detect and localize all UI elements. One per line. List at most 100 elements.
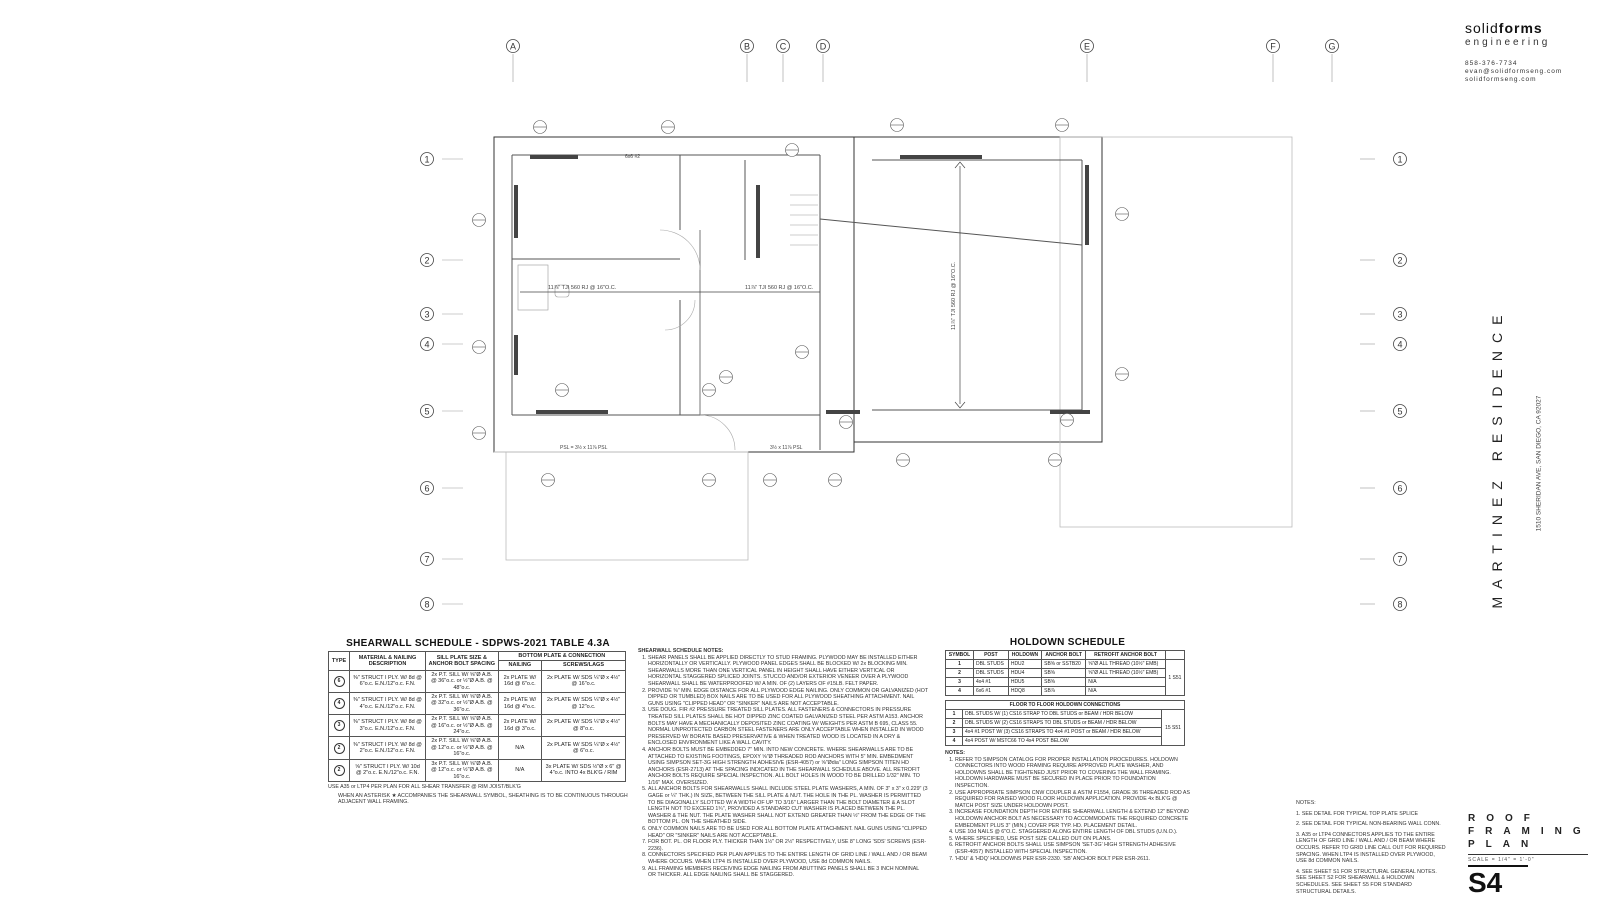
shearwall-nailing-cell: N/A — [497, 736, 543, 760]
grid-column-label: D — [820, 42, 827, 52]
sheet-notes-list: 1. SEE DETAIL FOR TYPICAL TOP PLATE SPLI… — [1296, 811, 1446, 896]
shearwall-material-cell: ⅜" STRUCT I PLY. W/ 8d @ 3"o.c. E.N./12"… — [349, 714, 426, 738]
grid-row-label: 7 — [1397, 555, 1402, 565]
grid-row-circle — [420, 404, 434, 418]
sheet-notes-title: NOTES: — [1296, 800, 1316, 806]
beam-label-bottom: PSL = 3½ x 11⅞ PSL — [560, 444, 608, 451]
joist-label-main: 11⅞" TJI 560 RJ @ 16"O.C. — [548, 285, 617, 291]
grid-row-circle — [420, 481, 434, 495]
sheet-title: ROOF FRAMING PLAN — [1468, 812, 1588, 851]
holdown-symbol-cell: 4 — [945, 686, 974, 696]
col-retrofit: RETROFIT ANCHOR BOLT — [1085, 650, 1166, 660]
grid-row-bubble: 6 — [1360, 481, 1407, 495]
project-title: MARTINEZ RESIDENCE — [1489, 307, 1505, 609]
grid-column-bubble: F — [1266, 39, 1280, 82]
holdown-table: SYMBOL POST HOLDOWN ANCHOR BOLT RETROFIT… — [945, 650, 1186, 696]
firm-name-regular: solid — [1465, 20, 1499, 36]
holdown-post-cell: 4x4 #1 — [972, 677, 1009, 687]
holdown-schedule-title: HOLDOWN SCHEDULE — [1009, 637, 1126, 648]
shearwall-material-cell: ⅜" STRUCT I PLY. W/ 8d @ 2"o.c. E.N./12"… — [349, 736, 426, 760]
holdown-model-cell: HDQ8 — [1007, 686, 1043, 696]
shearwall-footnote-1: USE A35 or LTP4 PER PLAN FOR ALL SHEAR T… — [328, 783, 521, 790]
shearwall-sill-cell: 3x P.T. SILL W/ ⅝"Ø A.B. @ 12"o.c. or ½"… — [425, 758, 499, 782]
shearwall-note-item: USE DOUG. FIR #2 PRESSURE TREATED SILL P… — [648, 707, 928, 747]
holdown-anchor-cell: SB⅞ — [1041, 686, 1087, 696]
holdown-note-item: RETROFIT ANCHOR BOLTS SHALL USE SIMPSON … — [955, 842, 1190, 855]
shear-walls — [514, 155, 1090, 414]
shearwall-type-symbol: 4 — [333, 698, 345, 710]
grid-row-bubble: 1 — [420, 152, 463, 166]
shearwall-schedule-title: SHEARWALL SCHEDULE - SDPWS-2021 TABLE 4.… — [346, 638, 610, 649]
shearwall-screws-cell: 2x PLATE W/ SDS ¼"Ø x 4½" @ 8"o.c. — [541, 714, 626, 738]
floor-to-floor-header-row: FLOOR TO FLOOR HOLDOWN CONNECTIONS — [945, 700, 1185, 710]
shearwall-sill-cell: 2x P.T. SILL W/ ⅝"Ø A.B. @ 16"o.c. or ½"… — [425, 714, 499, 738]
shearwall-schedule: SHEARWALL SCHEDULE - SDPWS-2021 TABLE 4.… — [328, 638, 628, 806]
shearwall-screws-cell: 2x PLATE W/ SDS ¼"Ø x 4½" @ 12"o.c. — [541, 692, 626, 716]
joist-label-right: 11⅞" TJI 560 RJ @ 16"O.C. — [951, 261, 957, 330]
grid-row-label: 8 — [424, 600, 429, 610]
shearwall-type-cell: 3 — [328, 714, 350, 738]
grid-row-circle — [420, 597, 434, 611]
shearwall-material-cell: ⅝" STRUCT I PLY. W/ 10d @ 2"o.c. E.N./12… — [349, 758, 426, 782]
shearwall-type-cell: 2 — [328, 758, 350, 782]
grid-row-circle — [1393, 404, 1407, 418]
shearwall-type-cell: 2 — [328, 736, 350, 760]
shearwall-note-item: FOR BOT. PL. OR FLOOR PLY. THICKER THAN … — [648, 839, 928, 852]
grid-row-label: 1 — [1397, 155, 1402, 165]
holdown-post-cell: DBL STUDS — [972, 668, 1009, 678]
grid-row-bubble: 2 — [1360, 253, 1407, 267]
shearwall-table: TYPE MATERIAL & NAILING DESCRIPTION SILL… — [328, 650, 627, 782]
joist-label-mid: 11⅞" TJI 560 RJ @ 16"O.C. — [745, 285, 814, 291]
shearwall-row: 2 ⅜" STRUCT I PLY. W/ 8d @ 2"o.c. E.N./12… — [328, 736, 626, 760]
shearwall-header-row: TYPE MATERIAL & NAILING DESCRIPTION SILL… — [328, 650, 627, 671]
holdown-post-cell: 6x6 #1 — [972, 686, 1009, 696]
shearwall-sill-cell: 2x P.T. SILL W/ ⅝"Ø A.B. @ 36"o.c. or ½"… — [425, 669, 499, 694]
shearwall-nailing-cell: 2x PLATE W/ 16d @ 4"o.c. — [497, 692, 543, 716]
col-bottom-plate: BOTTOM PLATE & CONNECTION — [497, 650, 627, 662]
col-nailing: NAILING — [497, 660, 543, 671]
grid-row-label: 5 — [424, 407, 429, 417]
plan-labels: 11⅞" TJI 560 RJ @ 16"O.C. 11⅞" TJI 560 R… — [548, 154, 957, 451]
joist-span-lines — [520, 161, 966, 409]
holdown-schedule: HOLDOWN SCHEDULE SYMBOL POST HOLDOWN ANC… — [945, 637, 1190, 862]
grid-row-circle — [1393, 481, 1407, 495]
grid-row-label: 3 — [1397, 310, 1402, 320]
shearwall-screws-cell: 2x PLATE W/ SDS ¼"Ø x 4½" @ 16"o.c. — [541, 669, 626, 694]
building-outline — [493, 136, 1293, 561]
sheet-block: ROOF FRAMING PLAN SCALE = 1/4" = 1'-0" S… — [1468, 812, 1588, 899]
detail-reference-bubbles — [472, 118, 1129, 487]
shearwall-sill-cell: 2x P.T. SILL W/ ⅝"Ø A.B. @ 32"o.c. or ½"… — [425, 692, 499, 716]
floor-to-floor-symbol: 3 — [945, 727, 963, 737]
grid-row-bubble: 4 — [420, 337, 463, 351]
col-holdown: HOLDOWN — [1007, 650, 1043, 660]
grid-row-bubble: 2 — [420, 253, 463, 267]
grid-row-label: 4 — [1397, 340, 1402, 350]
sheet-title-line: FRAMING — [1468, 826, 1592, 837]
col-symbol: SYMBOL — [945, 650, 974, 660]
col-ref — [1164, 650, 1186, 660]
shearwall-type-symbol: 2 — [333, 742, 345, 754]
sheet-note-item: 4. SEE SHEET S1 FOR STRUCTURAL GENERAL N… — [1296, 868, 1437, 895]
grid-row-label: 8 — [1397, 600, 1402, 610]
sheet-note-item: 3. A35 or LTP4 CONNECTORS APPLIES TO THE… — [1296, 831, 1446, 865]
holdown-model-cell: HDU2 — [1007, 659, 1043, 669]
floor-to-floor-symbol: 2 — [945, 718, 963, 728]
holdown-note-item: 'HDU' & 'HDQ' HOLDOWNS PER ESR-2330. 'SB… — [955, 856, 1190, 863]
shearwall-note-item: ALL ANCHOR BOLTS FOR SHEARWALLS SHALL IN… — [648, 786, 928, 826]
holdown-note-item: USE 10d NAILS @ 6"O.C. STAGGERED ALONG E… — [955, 829, 1190, 836]
grid-row-label: 6 — [424, 484, 429, 494]
firm-contact: 858-376-7734 evan@solidformseng.com soli… — [1465, 60, 1585, 84]
holdown-retrofit-cell: ⅝"Ø ALL THREAD (10½" EMB) — [1085, 659, 1166, 669]
shearwall-note-item: ALL FRAMING MEMBERS RECEIVING EDGE NAILI… — [648, 866, 928, 879]
firm-email: evan@solidformseng.com — [1465, 68, 1563, 75]
